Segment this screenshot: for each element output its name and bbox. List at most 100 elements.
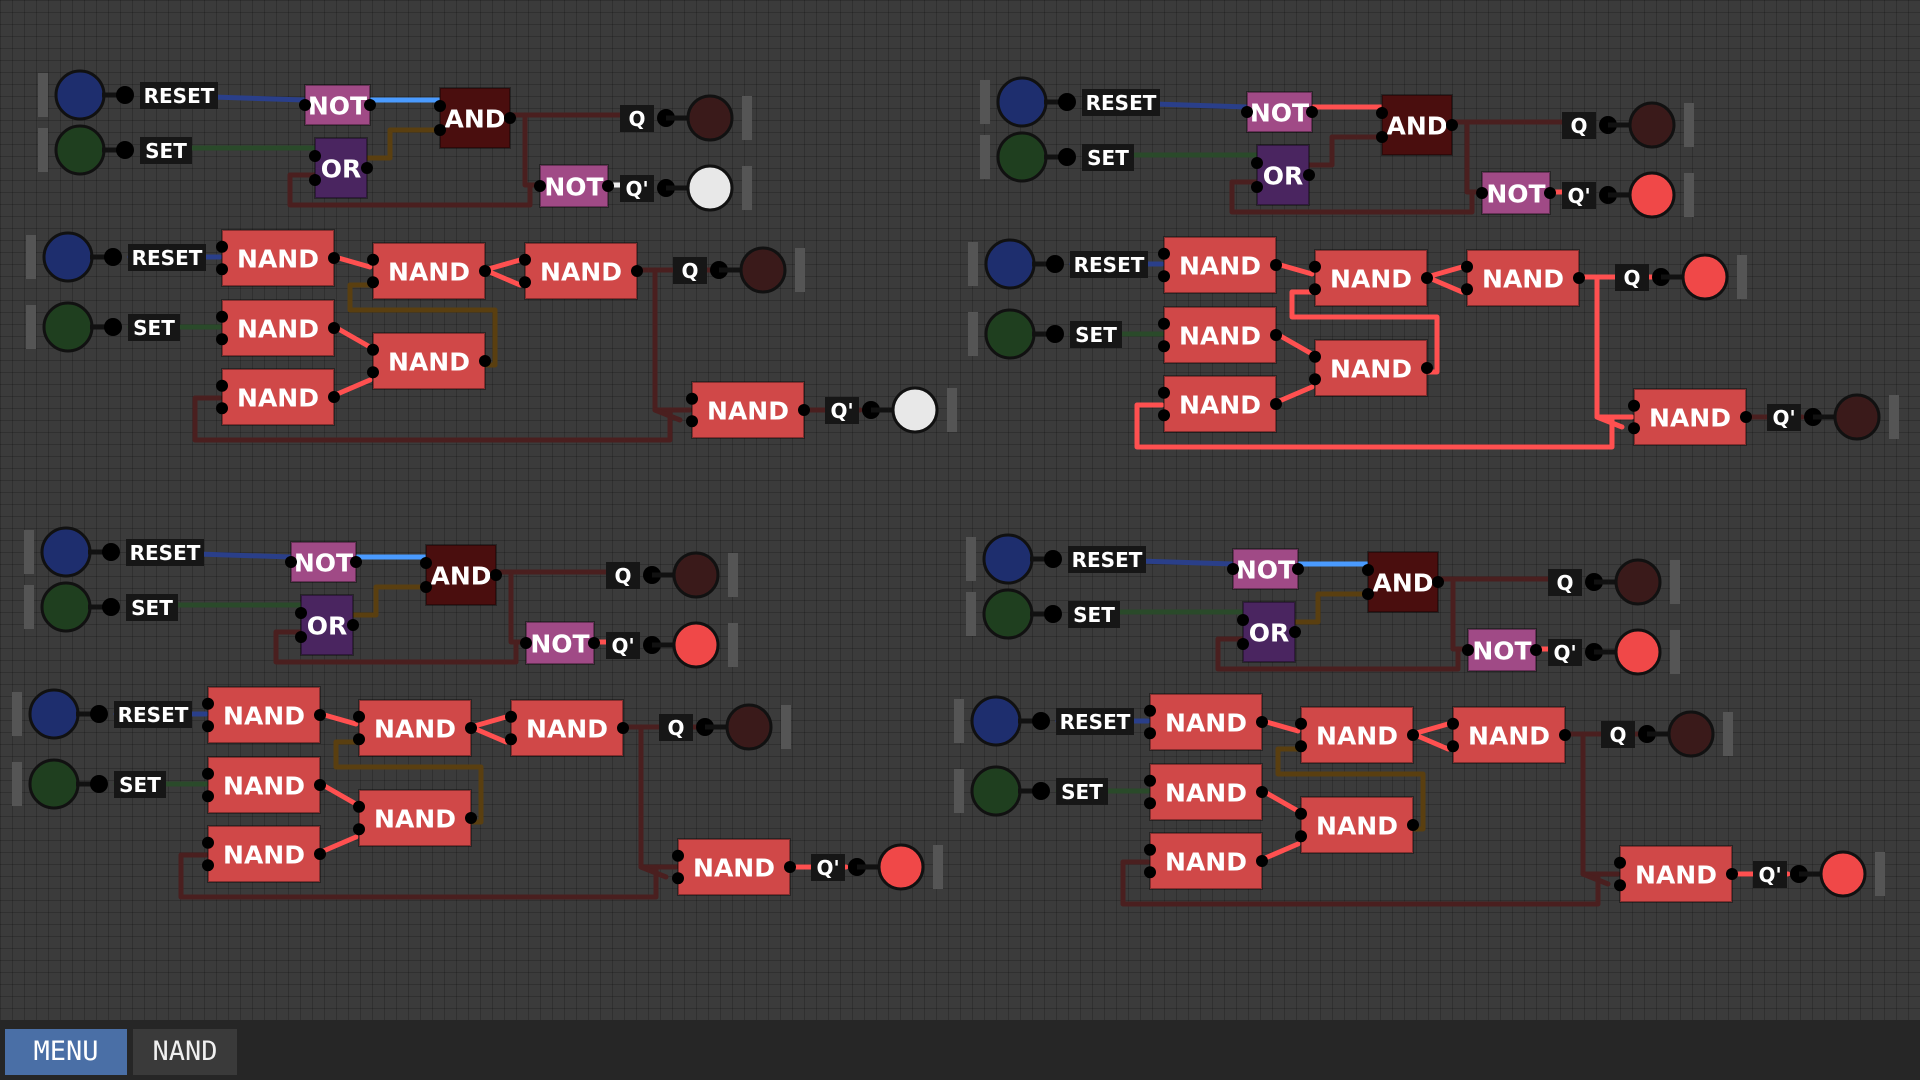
set-input-top[interactable]: SET [38, 124, 192, 176]
nand-gate-3-input-b[interactable] [1295, 740, 1307, 753]
nand-gate-3[interactable]: NAND [1295, 706, 1419, 764]
nand-gate-5[interactable]: NAND [1158, 375, 1282, 433]
set-input-nand-switch[interactable] [28, 758, 80, 810]
nand-gate-7-output[interactable] [784, 861, 796, 873]
nand-gate-2-output[interactable] [314, 779, 326, 791]
nand-gate-6[interactable]: NAND [505, 699, 629, 757]
reset-input-nand-pin[interactable] [1032, 712, 1050, 730]
reset-input-top-pin[interactable] [1044, 550, 1062, 568]
not-gate-q-input[interactable] [520, 637, 532, 649]
nand-gate-5-input-b[interactable] [1158, 409, 1170, 422]
reset-input-top[interactable]: RESET [38, 69, 218, 121]
or-gate-output[interactable] [1289, 626, 1301, 638]
nand-gate-1-input-a[interactable] [202, 697, 214, 710]
nand-gate-4-output[interactable] [1407, 819, 1419, 831]
nand-gate-7[interactable]: NAND [1628, 388, 1752, 446]
reset-input-nand-switch[interactable] [42, 231, 94, 283]
set-input-top-pin[interactable] [102, 598, 120, 616]
nand-gate-3-output[interactable] [1421, 272, 1433, 284]
reset-input-top-pin[interactable] [1058, 93, 1076, 111]
nand-gate-7[interactable]: NAND [686, 381, 810, 439]
nand-gate-4-output[interactable] [1421, 362, 1433, 374]
nand-gate-4[interactable]: NAND [1309, 339, 1433, 397]
reset-input-top-switch[interactable] [54, 69, 106, 121]
reset-input-nand-handle[interactable] [968, 242, 978, 286]
nand-gate-6-input-a[interactable] [1461, 260, 1473, 273]
reset-input-top[interactable]: RESET [980, 76, 1160, 128]
nand-gate-1-input-a[interactable] [1144, 704, 1156, 717]
not-gate-reset[interactable]: NOT [299, 84, 376, 126]
nand-gate-5-input-a[interactable] [1144, 843, 1156, 856]
set-input-top-handle[interactable] [966, 592, 976, 636]
reset-input-nand[interactable]: RESET [26, 231, 206, 283]
nand-gate-6-input-a[interactable] [1447, 717, 1459, 730]
nand-gate-6-output[interactable] [617, 722, 629, 734]
nand-gate-6-input-a[interactable] [519, 253, 531, 266]
nand-gate-2[interactable]: NAND [1158, 306, 1282, 364]
nand-gate-3-output[interactable] [479, 265, 491, 277]
nand-gate-6[interactable]: NAND [519, 242, 643, 300]
nand-gate-3-input-b[interactable] [367, 276, 379, 289]
nand-gate-2-output[interactable] [1256, 786, 1268, 798]
nand-gate-7-output[interactable] [1726, 868, 1738, 880]
nand-gate-7-input-b[interactable] [1614, 879, 1626, 892]
nand-gate-2-input-b[interactable] [202, 790, 214, 803]
reset-input-nand-switch[interactable] [984, 238, 1036, 290]
set-input-nand-pin[interactable] [1046, 325, 1064, 343]
nand-gate-5-input-b[interactable] [216, 402, 228, 415]
nand-gate-7-input-b[interactable] [686, 415, 698, 428]
nand-gate-3-input-a[interactable] [1309, 260, 1321, 273]
or-gate-output[interactable] [361, 162, 373, 174]
nand-gate-7-input-a[interactable] [1614, 856, 1626, 869]
nand-gate-1[interactable]: NAND [216, 229, 340, 287]
nand-gate-4-input-b[interactable] [1309, 373, 1321, 386]
reset-input-top-pin[interactable] [116, 86, 134, 104]
nand-gate-2-input-a[interactable] [202, 767, 214, 780]
nand-gate-5[interactable]: NAND [1144, 832, 1268, 890]
nand-gate-3-output[interactable] [1407, 729, 1419, 741]
or-gate-output[interactable] [347, 619, 359, 631]
nand-gate-4-output[interactable] [465, 812, 477, 824]
nand-gate-2-input-b[interactable] [1158, 340, 1170, 353]
or-gate-input-a[interactable] [1251, 157, 1263, 169]
reset-input-nand-pin[interactable] [104, 248, 122, 266]
nand-gate-7-input-b[interactable] [672, 872, 684, 885]
and-gate-input-a[interactable] [420, 557, 432, 569]
menu-button[interactable]: MENU [5, 1029, 127, 1075]
nand-gate-1-output[interactable] [314, 709, 326, 721]
nand-gate-2-input-a[interactable] [1158, 317, 1170, 330]
not-gate-reset-input[interactable] [1241, 106, 1253, 118]
nand-gate-3[interactable]: NAND [1309, 249, 1433, 307]
not-gate-q-output[interactable] [588, 637, 600, 649]
reset-input-top-handle[interactable] [966, 537, 976, 581]
and-gate[interactable]: AND [1362, 551, 1444, 613]
set-input-top[interactable]: SET [966, 588, 1120, 640]
nand-gate-5-input-a[interactable] [202, 836, 214, 849]
reset-input-nand[interactable]: RESET [12, 688, 192, 740]
nand-gate-7[interactable]: NAND [1614, 845, 1738, 903]
not-gate-q-output[interactable] [1530, 644, 1542, 656]
nand-gate-1[interactable]: NAND [1144, 693, 1268, 751]
nand-gate-1-input-b[interactable] [202, 720, 214, 733]
not-gate-q[interactable]: NOT [1462, 628, 1542, 672]
set-input-nand-handle[interactable] [968, 312, 978, 356]
set-input-nand[interactable]: SET [12, 758, 166, 810]
not-gate-reset-input[interactable] [1227, 563, 1239, 575]
nand-gate-2-input-a[interactable] [1144, 774, 1156, 787]
not-gate-q-input[interactable] [534, 180, 546, 192]
set-input-nand-switch[interactable] [970, 765, 1022, 817]
or-gate-input-a[interactable] [295, 607, 307, 619]
nand-gate-6-input-b[interactable] [505, 733, 517, 746]
set-input-nand-switch[interactable] [984, 308, 1036, 360]
set-input-nand-pin[interactable] [104, 318, 122, 336]
set-input-top-handle[interactable] [38, 128, 48, 172]
nand-gate-5-input-a[interactable] [1158, 386, 1170, 399]
set-input-top-switch[interactable] [982, 588, 1034, 640]
or-gate-output[interactable] [1303, 169, 1315, 181]
nand-gate-4[interactable]: NAND [367, 332, 491, 390]
nand-gate-6-input-b[interactable] [1461, 283, 1473, 296]
not-gate-q-output[interactable] [1544, 187, 1556, 199]
nand-gate-2-input-b[interactable] [216, 333, 228, 346]
nand-gate-7-output[interactable] [798, 404, 810, 416]
nand-gate-5[interactable]: NAND [202, 825, 326, 883]
